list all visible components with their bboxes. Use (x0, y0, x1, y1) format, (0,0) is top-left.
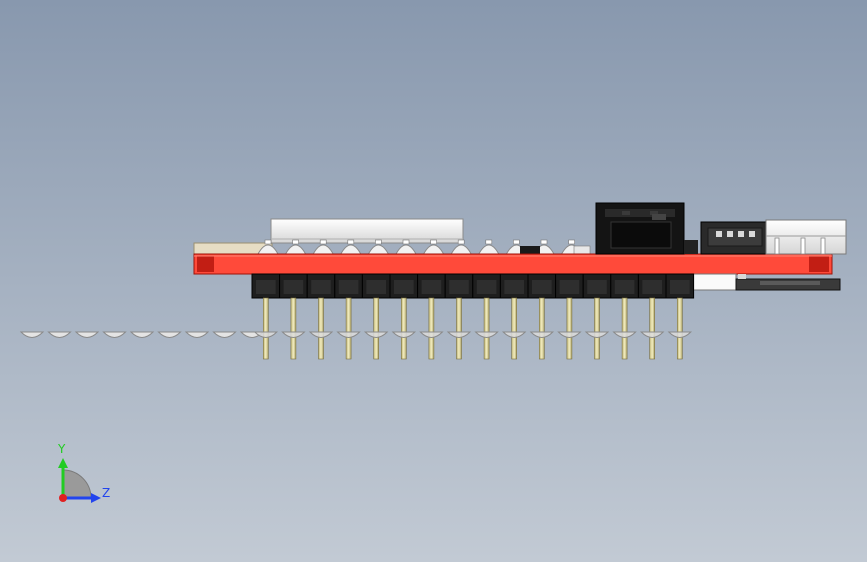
top-component-cap (375, 239, 382, 245)
header-housing-face (559, 280, 580, 294)
solder-dome (184, 331, 210, 338)
solder-dome (253, 331, 279, 338)
solder-dome (363, 331, 389, 338)
solder-dome-row (19, 331, 265, 338)
small-component (684, 240, 698, 254)
header-housing-face (311, 280, 331, 294)
solder-dome (157, 331, 182, 338)
header-pin (483, 297, 490, 360)
solder-dome (102, 331, 127, 338)
triad-z-label: Z (102, 486, 111, 500)
solder-dome (529, 331, 555, 338)
solder-dome (47, 331, 72, 338)
solder-dome (501, 331, 527, 338)
solder-dome (639, 331, 665, 338)
header-pin (262, 297, 269, 360)
solder-dome (446, 331, 472, 338)
header-housing-face (476, 280, 497, 294)
triad-y-label: Y (58, 442, 66, 456)
solder-dome (129, 331, 155, 338)
top-component-cap (430, 239, 437, 245)
coordinate-triad (58, 458, 101, 503)
header-pin (373, 297, 380, 360)
solder-dome (419, 331, 444, 338)
jst-connector (700, 221, 768, 255)
header-pin (566, 297, 573, 360)
header-pin (538, 297, 545, 360)
solder-dome (667, 331, 693, 338)
header-pin (456, 297, 462, 360)
top-component-cap (264, 239, 272, 245)
header-housing-face (614, 280, 635, 294)
header-housing-face (256, 280, 276, 294)
solder-dome (474, 331, 499, 338)
header-housing-face (532, 280, 552, 294)
header-pin (594, 297, 600, 360)
top-component-cap (513, 239, 520, 245)
header-housing-face (587, 280, 607, 294)
header-housing-face (421, 280, 442, 294)
solder-dome (584, 331, 610, 338)
header-pin (621, 297, 628, 360)
solder-dome (391, 331, 417, 338)
pin-header (251, 273, 695, 360)
header-pin (676, 297, 683, 360)
solder-dome (212, 331, 237, 338)
header-housing-face (283, 280, 304, 294)
solder-dome (336, 331, 361, 338)
pcb-board (193, 253, 833, 275)
solder-dome (74, 331, 100, 338)
solder-dome (612, 331, 637, 338)
header-pin (345, 297, 352, 360)
top-component-cap (292, 239, 299, 245)
header-pin (511, 297, 518, 360)
top-component-cap (540, 239, 548, 245)
top-component-cap (347, 239, 355, 245)
solder-dome (308, 331, 334, 338)
triad-z-arrowhead (91, 493, 101, 503)
solder-dome (557, 331, 582, 338)
top-component-cap (457, 239, 465, 245)
top-component-cap (568, 239, 575, 245)
triad-y-arrowhead (58, 458, 68, 468)
small-chip (573, 245, 591, 255)
solder-dome (281, 331, 306, 338)
header-pin (649, 297, 656, 360)
header-pin (318, 297, 324, 360)
header-housing-face (394, 280, 414, 294)
header-housing-face (449, 280, 469, 294)
top-component-cap (485, 239, 493, 245)
white-block (765, 219, 847, 255)
header-housing-face (366, 280, 386, 294)
pcb-assembly-side-view[interactable] (19, 202, 847, 360)
pcb-right-edge (809, 256, 829, 272)
top-component-cap (402, 239, 410, 245)
pcb-left-edge (197, 256, 214, 272)
header-housing-face (338, 280, 359, 294)
header-pin (290, 297, 297, 360)
header-housing-face (642, 280, 662, 294)
header-housing-face (670, 280, 690, 294)
triad-x-axis-dot (59, 494, 67, 502)
small-chip (520, 246, 540, 254)
solder-dome (19, 331, 45, 338)
top-component-cap (319, 239, 327, 245)
header-pin (428, 297, 435, 360)
header-pin (400, 297, 407, 360)
header-housing-face (504, 280, 524, 294)
black-connector (595, 202, 685, 255)
top-components (257, 239, 591, 255)
